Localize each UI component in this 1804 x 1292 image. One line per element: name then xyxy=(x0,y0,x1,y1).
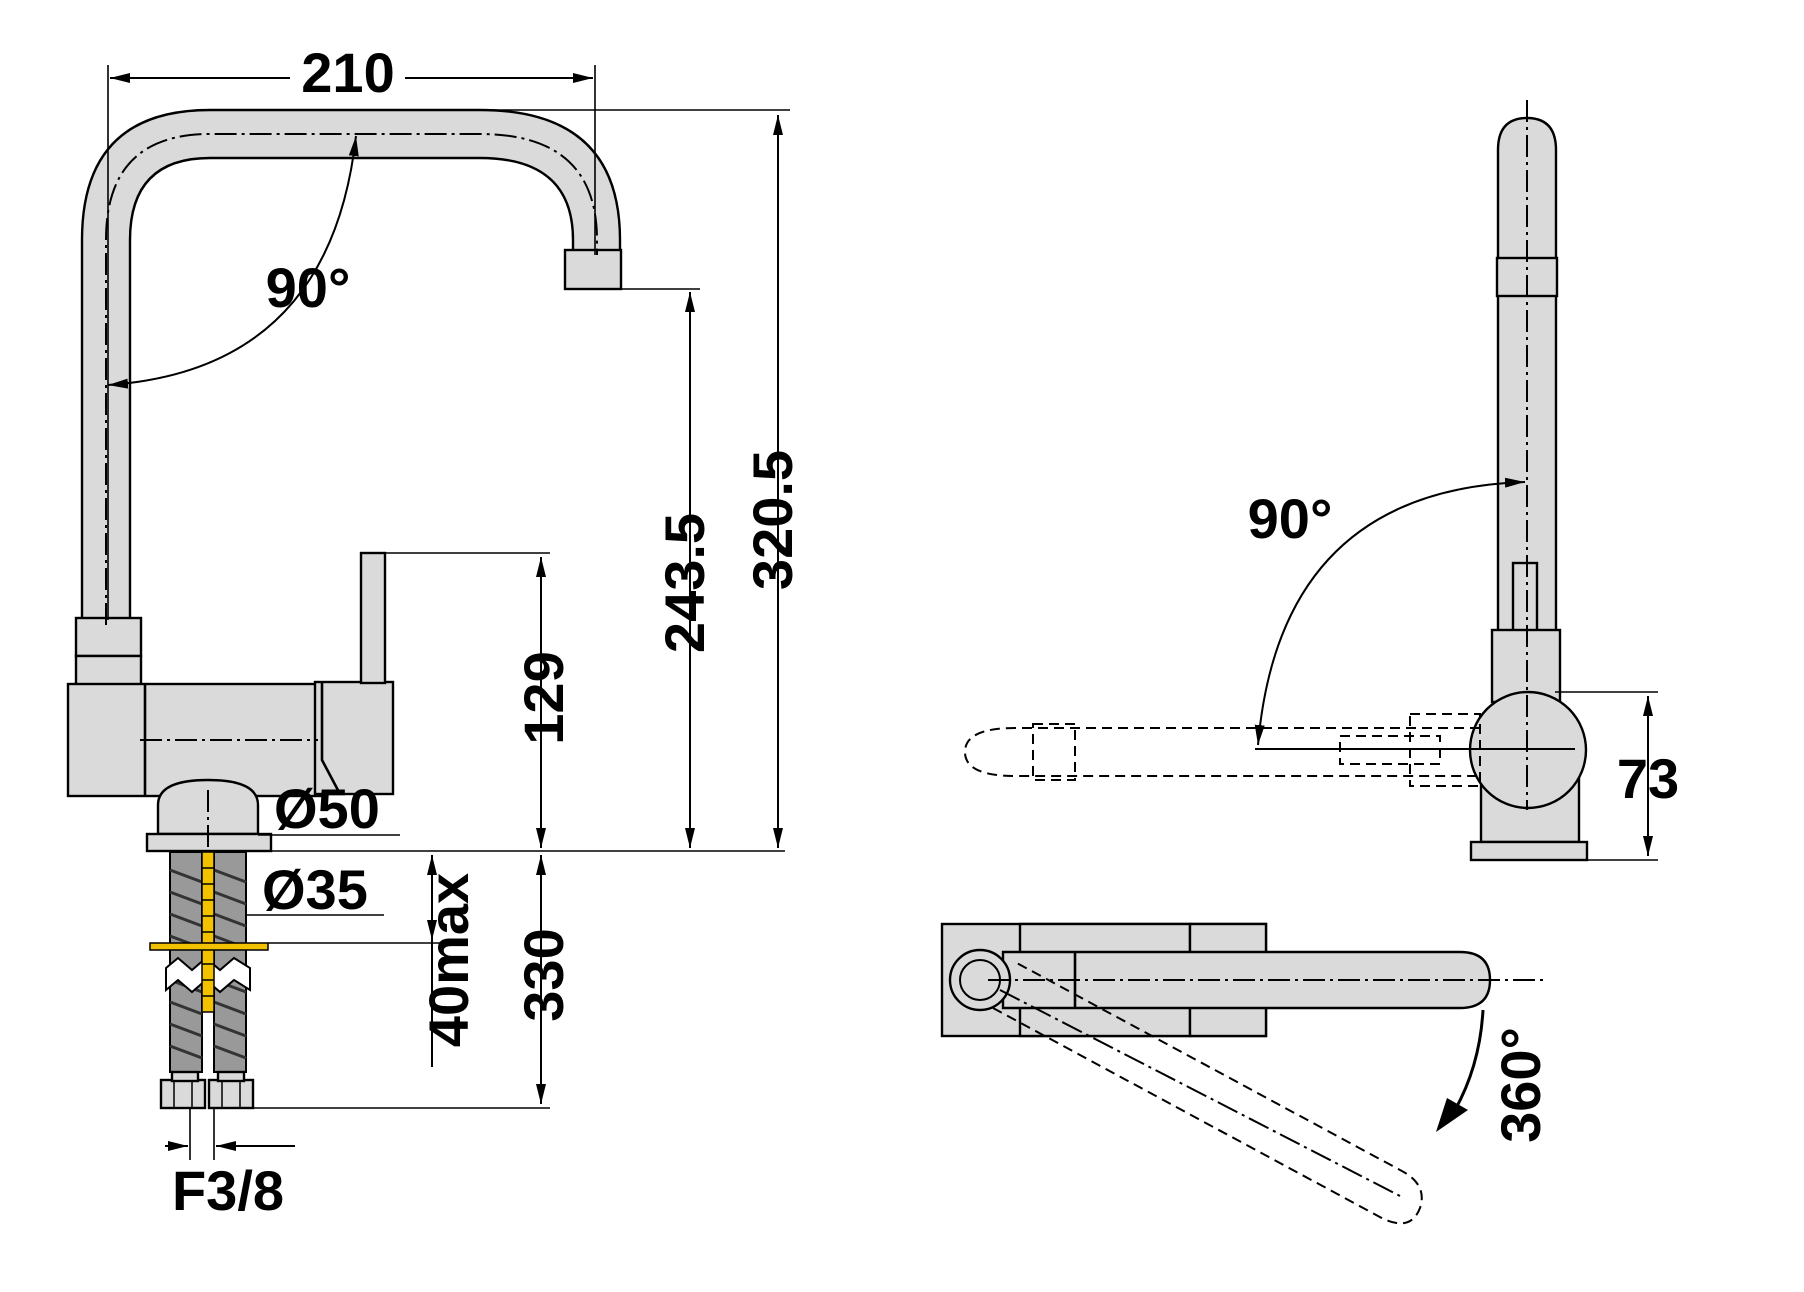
spout-nozzle xyxy=(563,248,623,291)
spout-collar-lower xyxy=(74,654,143,688)
nut-flange-left xyxy=(170,1070,200,1083)
spout-tube xyxy=(80,108,622,622)
side-lever-rotated-collar xyxy=(1032,723,1076,781)
nut-flange-right xyxy=(216,1070,246,1083)
swivel-arrow xyxy=(1453,1009,1485,1111)
flexible-hoses xyxy=(149,851,269,1110)
spout-collar xyxy=(74,616,143,658)
angle-front-label: 90° xyxy=(266,256,351,319)
side-view: 90° 73 xyxy=(963,100,1679,862)
top-view: 360° xyxy=(940,922,1552,1225)
dim-330-label: 330 xyxy=(512,928,575,1021)
dim-40max-label: 40max xyxy=(417,873,480,1047)
dim-73-label: 73 xyxy=(1617,747,1679,810)
hose-nut-right xyxy=(207,1078,255,1110)
top-spout-rotated-dashed xyxy=(992,961,1423,1225)
hose-braid-right xyxy=(213,868,247,1060)
dim-129-label: 129 xyxy=(512,651,575,744)
angle-arc-front xyxy=(107,135,359,389)
nut-lines xyxy=(173,1080,241,1108)
side-base-plate xyxy=(1469,840,1589,862)
cartridge-divider xyxy=(320,682,342,795)
cartridge-housing xyxy=(313,680,395,796)
dim-35-label: Ø35 xyxy=(262,858,368,921)
mounting-bar xyxy=(149,942,269,951)
front-view: 210 320.5 243.5 129 330 40max Ø50 Ø35 xyxy=(66,41,804,1222)
dim-243-label: 243.5 xyxy=(653,513,716,653)
dim-50-label: Ø50 xyxy=(274,777,380,840)
lever-handle xyxy=(359,551,387,685)
angle-side-label: 90° xyxy=(1248,487,1333,550)
hose-nut-left xyxy=(159,1078,207,1110)
spout-centerline xyxy=(105,133,598,625)
dim-320-label: 320.5 xyxy=(741,450,804,590)
angle-arc-side xyxy=(1254,477,1526,746)
swivel-360-label: 360° xyxy=(1489,1027,1552,1143)
dim-f38-label: F3/8 xyxy=(172,1159,284,1222)
side-lever-rotated-dashed xyxy=(963,727,1480,777)
dim-210-label: 210 xyxy=(301,41,394,104)
curved-arrow-icon xyxy=(1436,1098,1468,1132)
top-spout-rotated-center xyxy=(999,989,1401,1197)
